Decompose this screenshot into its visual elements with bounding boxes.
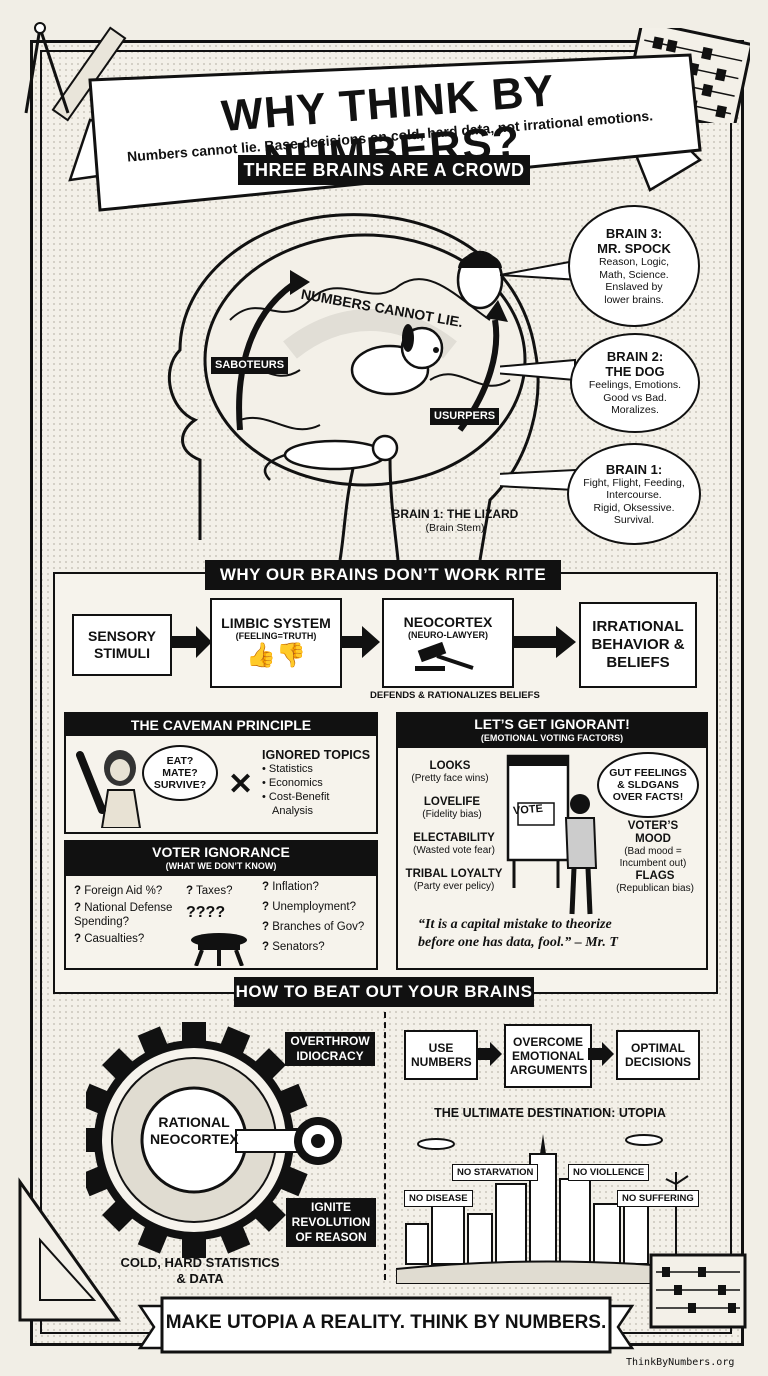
- thumbs-up-down-icon: 👍👎: [246, 642, 306, 669]
- sign-no-disease: NO DISEASE: [404, 1190, 473, 1207]
- voter-col-1: ? Foreign Aid %? ? National Defense Spen…: [74, 885, 173, 945]
- gavel-icon: [415, 641, 474, 671]
- neocortex-box: NEOCORTEX (NEURO-LAWYER): [382, 598, 514, 688]
- factor-mood: VOTER’S MOOD (Bad mood = Incumbent out): [619, 820, 687, 869]
- site-url: ThinkByNumbers.org: [626, 1357, 735, 1368]
- footer-banner-shape: [137, 1296, 635, 1354]
- caveman-icon: [76, 750, 142, 828]
- section-heading-flow: WHY OUR BRAINS DON’T WORK RITE: [205, 560, 561, 590]
- abacus-bottom-icon: [649, 1253, 747, 1329]
- ignored-topics: IGNORED TOPICS • Statistics • Economics …: [262, 748, 371, 817]
- section-heading-brains: THREE BRAINS ARE A CROWD: [238, 155, 530, 185]
- factor-looks: LOOKS (Pretty face wins): [411, 760, 489, 784]
- voter-ignorance-heading: VOTER IGNORANCE: [152, 844, 290, 860]
- overthrow-tag: OVERTHROW IDIOCRACY: [285, 1032, 375, 1066]
- ignorant-heading: LET’S GET IGNORANT!: [474, 716, 630, 732]
- triangle-ruler-icon: [18, 1177, 121, 1322]
- caveman-panel: THE CAVEMAN PRINCIPLE: [64, 712, 378, 834]
- use-numbers-box: USE NUMBERS: [404, 1030, 478, 1080]
- gear-icon: [86, 1022, 342, 1258]
- voter-col-3: ? Inflation? ? Unemployment? ? Branches …: [262, 881, 365, 953]
- sensory-box: SENSORY STIMULI: [72, 614, 172, 676]
- factor-lovelife: LOVELIFE (Fidelity bias): [422, 796, 482, 820]
- sign-no-starvation: NO STARVATION: [452, 1164, 539, 1181]
- gear-label: RATIONAL NEOCORTEX: [150, 1114, 239, 1147]
- mr-t-quote: “It is a capital mistake to theorize bef…: [418, 917, 618, 950]
- factor-tribal: TRIBAL LOYALTY (Party ever pelicy): [405, 868, 503, 892]
- voting-booth-icon: [506, 754, 598, 915]
- gut-feelings-bubble: GUT FEELINGS & SLDGANS OVER FACTS!: [597, 752, 699, 818]
- section-heading-beat: HOW TO BEAT OUT YOUR BRAINS: [234, 977, 534, 1007]
- cross-icon: ✕: [228, 768, 254, 801]
- optimal-box: OPTIMAL DECISIONS: [616, 1030, 700, 1080]
- lizard-label: BRAIN 1: THE LIZARD: [391, 507, 519, 521]
- factor-electability: ELECTABILITY (Wasted vote fear): [413, 832, 495, 856]
- dunce-cap-icon: [191, 933, 247, 966]
- defends-caption: DEFENDS & RATIONALIZES BELIEFS: [370, 690, 540, 701]
- section-divider: [384, 1012, 386, 1280]
- cold-hard-data-caption: COLD, HARD STATISTICS & DATA: [120, 1255, 280, 1286]
- utopia-title: THE ULTIMATE DESTINATION: UTOPIA: [434, 1106, 666, 1120]
- irrational-box: IRRATIONAL BEHAVIOR & BELIEFS: [579, 602, 697, 688]
- footer-banner-text: MAKE UTOPIA A REALITY. THINK BY NUMBERS.: [165, 1312, 607, 1333]
- usurpers-tag: USURPERS: [430, 408, 500, 425]
- sign-no-suffering: NO SUFFERING: [617, 1190, 699, 1207]
- steps-arrows: [476, 1042, 614, 1066]
- factor-flags: FLAGS (Republican bias): [616, 870, 694, 894]
- overcome-box: OVERCOME EMOTIONAL ARGUMENTS: [504, 1024, 592, 1088]
- ignite-tag: IGNITE REVOLUTION OF REASON: [286, 1198, 376, 1247]
- brain3-bubble: BRAIN 3: MR. SPOCK Reason, Logic, Math, …: [568, 205, 700, 327]
- sign-no-violence: NO VIOLLENCE: [568, 1164, 650, 1181]
- flow-arrows: [170, 626, 576, 658]
- caveman-thought-bubble: EAT? MATE? SURVIVE?: [142, 745, 218, 801]
- caveman-heading: THE CAVEMAN PRINCIPLE: [66, 714, 376, 736]
- lizard-sub: (Brain Stem): [425, 522, 485, 534]
- saboteurs-tag: SABOTEURS: [211, 357, 289, 374]
- limbic-box: LIMBIC SYSTEM (FEELING=TRUTH) 👍👎: [210, 598, 342, 688]
- voter-col-2: ? Taxes? ????: [186, 885, 233, 921]
- brain1-bubble: BRAIN 1: Fight, Flight, Feeding, Interco…: [567, 443, 701, 545]
- brain2-bubble: BRAIN 2: THE DOG Feelings, Emotions. Goo…: [570, 333, 700, 433]
